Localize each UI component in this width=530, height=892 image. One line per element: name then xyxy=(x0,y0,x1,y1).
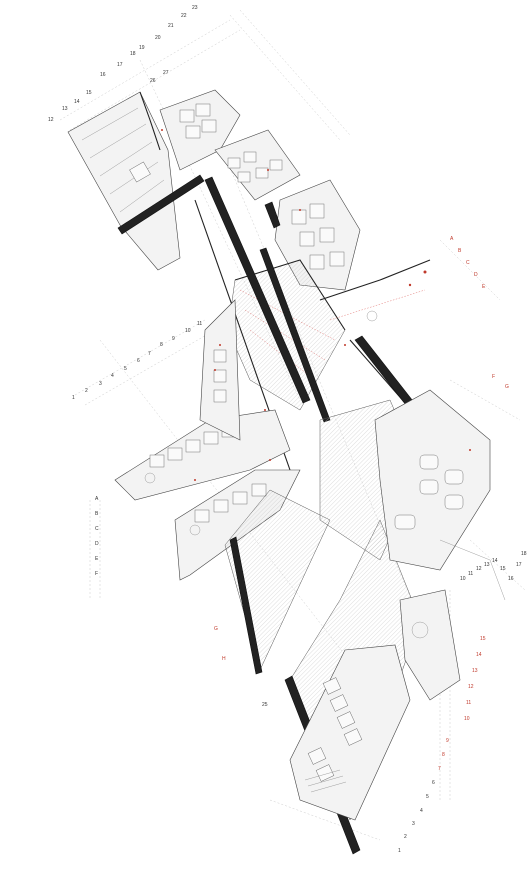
grid-labels-right-letters: A B C D E F G xyxy=(450,236,509,390)
grid-label: 10 xyxy=(464,716,470,722)
grid-label: 19 xyxy=(139,45,145,51)
grid-label: D xyxy=(474,272,478,278)
grid-label: 16 xyxy=(508,576,514,582)
grid-label: E xyxy=(482,284,486,290)
room-labels: 25 26 27 xyxy=(150,70,268,708)
grid-label: 10 xyxy=(185,328,191,334)
grid-label: 12 xyxy=(468,684,474,690)
grid-label: 1 xyxy=(398,848,401,854)
grid-label: 23 xyxy=(192,5,198,11)
room-label: 25 xyxy=(262,702,268,708)
grid-label: F xyxy=(95,571,98,577)
grid-label: E xyxy=(95,556,99,562)
grid-label: 4 xyxy=(111,373,114,379)
right-middle-block xyxy=(374,389,506,601)
grid-label: 5 xyxy=(426,794,429,800)
grid-label: 11 xyxy=(197,321,202,327)
grid-label: 2 xyxy=(85,388,88,394)
grid-label: G xyxy=(505,384,509,390)
room-label: 27 xyxy=(163,70,169,76)
upper-room-cluster xyxy=(159,89,301,201)
grid-label: 21 xyxy=(168,23,174,29)
grid-label: 13 xyxy=(472,668,478,674)
grid-label: C xyxy=(466,260,470,266)
grid-label: 6 xyxy=(137,358,140,364)
lower-auditorium xyxy=(289,589,461,821)
grid-label: 6 xyxy=(432,780,435,786)
grid-label: G xyxy=(214,626,218,632)
grid-label: A xyxy=(450,236,454,242)
grid-label: 10 xyxy=(460,576,466,582)
grid-labels-mid: 1 2 3 4 5 6 7 8 9 10 11 xyxy=(72,321,202,401)
grid-label: 12 xyxy=(48,117,54,123)
grid-label: 16 xyxy=(100,72,106,78)
grid-label: 1 xyxy=(72,395,75,401)
spine-walls xyxy=(194,176,421,471)
grid-label: H xyxy=(222,656,226,662)
grid-label: B xyxy=(458,248,462,254)
grid-label: 20 xyxy=(155,35,161,41)
grid-label: 11 xyxy=(468,571,473,577)
grid-label: 3 xyxy=(412,821,415,827)
room-label: 26 xyxy=(150,78,156,84)
grid-label: 15 xyxy=(500,566,506,572)
grid-label: 17 xyxy=(516,562,522,568)
grid-label: 17 xyxy=(117,62,123,68)
grid-labels-right: 10 11 12 13 14 15 16 17 18 xyxy=(460,551,527,582)
grid-label: 14 xyxy=(74,99,80,105)
grid-labels-lower-right: 1 2 3 4 5 6 7 8 9 10 11 12 13 14 15 xyxy=(398,636,486,854)
grid-label: A xyxy=(95,496,99,502)
grid-label: 8 xyxy=(442,752,445,758)
grid-label: 13 xyxy=(62,106,68,112)
grid-label: F xyxy=(492,374,495,380)
grid-label: 22 xyxy=(181,13,187,19)
grid-label: 2 xyxy=(404,834,407,840)
grid-label: 14 xyxy=(492,558,498,564)
grid-label: D xyxy=(95,541,99,547)
grid-label: 5 xyxy=(124,366,127,372)
grid-label: 14 xyxy=(476,652,482,658)
grid-label: 9 xyxy=(446,738,449,744)
grid-label: 7 xyxy=(438,766,441,772)
grid-label: 8 xyxy=(160,342,163,348)
grid-label: 15 xyxy=(86,90,92,96)
grid-label: 4 xyxy=(420,808,423,814)
grid-label: 15 xyxy=(480,636,486,642)
grid-labels-left-letters: A B C D E F G H xyxy=(95,496,226,662)
grid-label: 3 xyxy=(99,381,102,387)
grid-label: B xyxy=(95,511,99,517)
grid-label: C xyxy=(95,526,99,532)
grid-label: 11 xyxy=(466,700,471,706)
grid-label: 7 xyxy=(148,351,151,357)
red-markers xyxy=(161,129,471,481)
upper-left-wing xyxy=(67,91,205,271)
grid-label: 13 xyxy=(484,562,490,568)
grid-labels-upper: 12 13 14 15 16 17 18 19 20 21 22 23 xyxy=(48,5,198,123)
grid-label: 18 xyxy=(521,551,527,557)
grid-label: 12 xyxy=(476,566,482,572)
grid-label: 9 xyxy=(172,336,175,342)
grid-label: 18 xyxy=(130,51,136,57)
